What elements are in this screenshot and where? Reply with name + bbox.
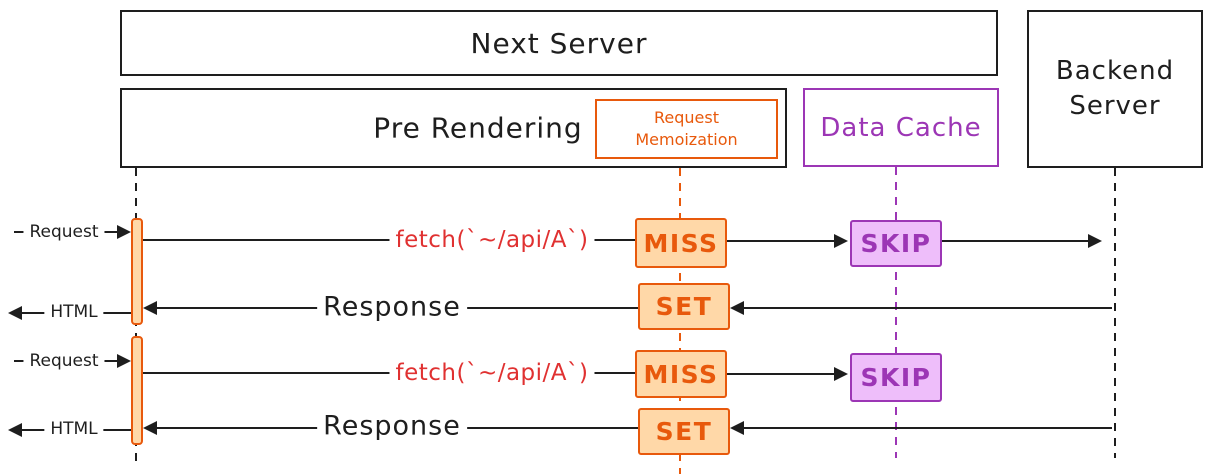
backend-server-label-line2: Server: [1069, 91, 1161, 121]
memo-status-miss-2-label: MISS: [643, 359, 719, 389]
fetch-2-label: fetch(`~/api/A`): [389, 360, 595, 386]
request-2-arrowhead-right-icon: [117, 354, 131, 368]
response-2-label: Response: [317, 410, 467, 442]
memo-status-miss-2: MISS: [635, 350, 727, 398]
request-2-label: Request: [23, 351, 105, 371]
fetch-2-line: [143, 372, 635, 374]
data-cache-box: Data Cache: [803, 88, 999, 167]
cache-status-skip-1: SKIP: [850, 220, 942, 267]
skip-to-backend-1-arrowhead-right-icon: [1088, 234, 1102, 248]
cache-status-skip-1-label: SKIP: [860, 229, 932, 258]
next-server-label: Next Server: [470, 26, 648, 60]
memo-status-set-2-label: SET: [655, 417, 713, 446]
miss-to-skip-1-arrowhead-right-icon: [834, 234, 848, 248]
backend-server-box: Backend Server: [1027, 10, 1203, 168]
html-2-label: HTML: [44, 419, 104, 439]
memo-status-set-2: SET: [638, 408, 730, 455]
fetch-1-label: fetch(`~/api/A`): [389, 227, 595, 253]
cache-status-skip-2: SKIP: [850, 353, 942, 402]
memo-status-set-1: SET: [638, 283, 730, 330]
backend-to-set-1-arrowhead-left-icon: [730, 301, 744, 315]
backend-server-label-line1: Backend: [1055, 55, 1175, 86]
response-1-arrowhead-left-icon: [143, 301, 157, 315]
request-1-label: Request: [23, 222, 105, 242]
fetch-1-line: [143, 239, 635, 241]
data-cache-label: Data Cache: [820, 112, 982, 143]
html-2-arrowhead-left-icon: [8, 423, 22, 437]
backend-to-set-1-line: [744, 307, 1112, 309]
miss-to-skip-1-line: [727, 240, 834, 242]
next-server-box: Next Server: [120, 10, 998, 76]
request-memoization-box: Request Memoization: [595, 99, 778, 159]
pre-rendering-label: Pre Rendering: [373, 111, 583, 145]
response-2-arrowhead-left-icon: [143, 421, 157, 435]
html-1-label: HTML: [44, 302, 104, 322]
activation-bar-1: [131, 218, 143, 325]
memo-status-set-1-label: SET: [655, 292, 713, 321]
response-1-label: Response: [317, 291, 467, 323]
data-cache-lifeline: [895, 167, 897, 458]
miss-to-skip-2-arrowhead-right-icon: [834, 367, 848, 381]
html-1-arrowhead-left-icon: [8, 306, 22, 320]
backend-lifeline: [1114, 168, 1116, 458]
miss-to-skip-2-line: [727, 373, 834, 375]
backend-to-set-2-line: [744, 427, 1112, 429]
memo-status-miss-1: MISS: [635, 218, 727, 268]
cache-status-skip-2-label: SKIP: [860, 363, 932, 392]
skip-to-backend-1-line: [942, 240, 1088, 242]
request-1-arrowhead-right-icon: [117, 225, 131, 239]
request-memoization-label-line1: Request: [654, 107, 719, 127]
backend-to-set-2-arrowhead-left-icon: [730, 421, 744, 435]
request-memoization-label-line2: Memoization: [635, 130, 738, 149]
memo-status-miss-1-label: MISS: [643, 228, 719, 258]
activation-bar-2: [131, 336, 143, 445]
